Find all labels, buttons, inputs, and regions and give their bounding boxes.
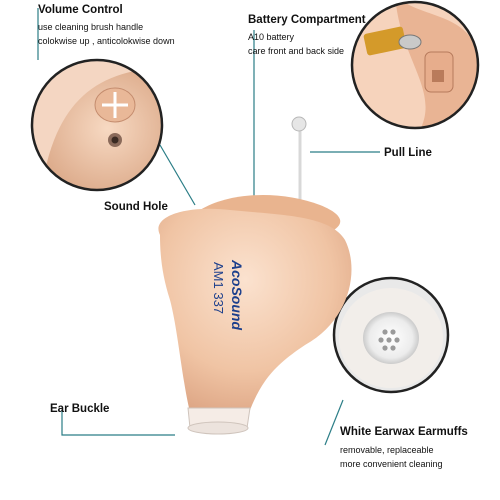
volume-control-title: Volume Control (38, 4, 123, 16)
earwax-title: White Earwax Earmuffs (340, 426, 468, 438)
sound-hole-title: Sound Hole (104, 201, 168, 213)
leader-lines (37, 8, 380, 446)
battery-title: Battery Compartment (248, 14, 366, 26)
earwax-inset (332, 276, 450, 394)
battery-desc-2: care front and back side (248, 46, 345, 56)
volume-control-desc-2: colokwise up , anticolokwise down (38, 36, 175, 46)
battery-inset (350, 0, 480, 130)
leader-earbuckle (61, 410, 175, 436)
device-model: AM1 337 (211, 262, 226, 314)
volume-control-inset (30, 58, 164, 192)
earwax-desc-2: more convenient cleaning (340, 459, 443, 469)
hearing-aid-device (158, 116, 352, 435)
pull-line-title: Pull Line (384, 147, 432, 159)
leader-earwax (324, 399, 344, 446)
volume-control-desc-1: use cleaning brush handle (38, 22, 144, 32)
pull-line-bead (291, 116, 307, 132)
earwax-filter-icon (378, 329, 400, 351)
battery-desc-1: A10 battery (248, 32, 295, 42)
leader-soundhole (159, 144, 196, 206)
device-branding: AcoSound AM1 337 (211, 259, 245, 330)
volume-dial-icon (102, 92, 128, 118)
earwax-desc-1: removable, replaceable (340, 445, 434, 455)
ear-buckle-title: Ear Buckle (50, 403, 110, 415)
device-brand: AcoSound (229, 259, 245, 330)
